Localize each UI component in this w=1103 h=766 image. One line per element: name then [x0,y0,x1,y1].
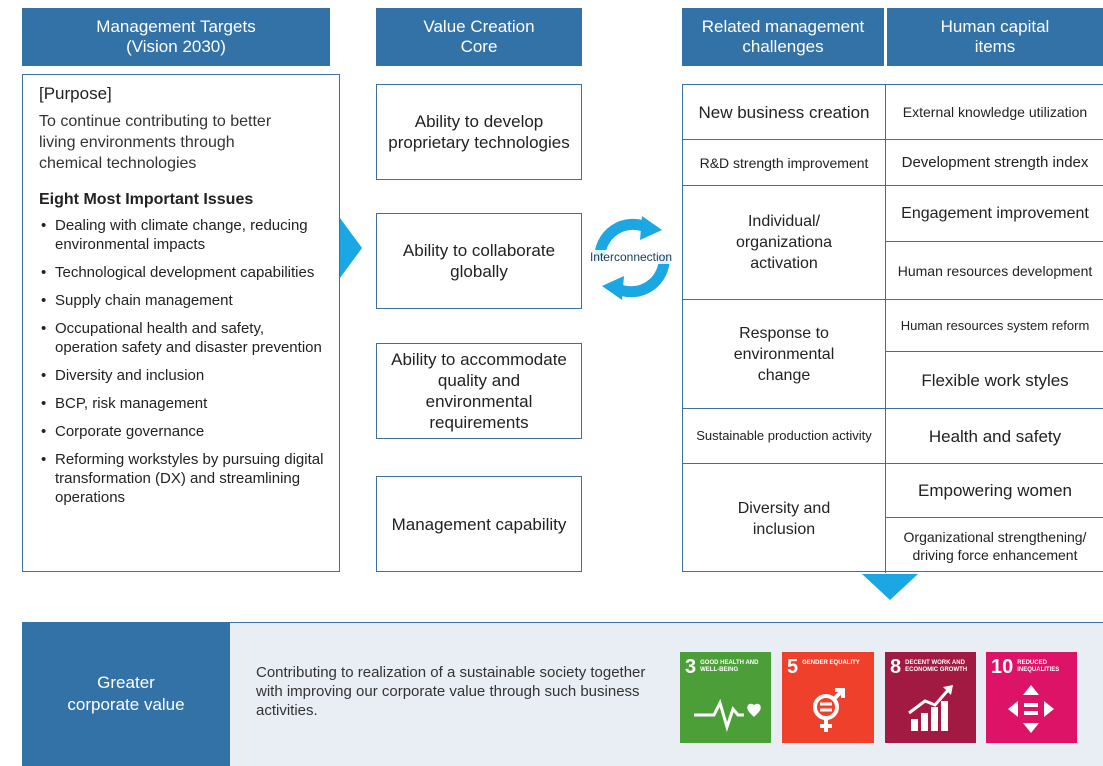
challenges-table: New business creation R&D strength impro… [682,84,1103,573]
human-external-knowledge: External knowledge utilization [902,104,1088,120]
growth-chart-icon [908,685,953,731]
core-box-management: Management capability [376,476,582,572]
header-line-1: Management Targets [96,17,256,36]
sdg-tile-10: 10Reduced inequalities [986,652,1077,743]
row-divider [683,408,885,409]
header-line-2: items [974,37,1016,56]
heartbeat-icon [694,698,761,733]
gender-equality-icon [813,688,845,732]
purpose-text: To continue contributing to better livin… [39,113,272,172]
sdg-label: Reduced inequalities [1017,660,1060,673]
greater-corporate-value: Greater corporate value [22,622,230,766]
row-divider [885,517,1103,518]
header-line-1: Human capital [940,17,1050,36]
header-line-1: Related management [701,17,865,36]
row-divider [683,463,885,464]
header-line-2: challenges [742,37,824,56]
bottom-description: Contributing to realization of a sustain… [256,664,646,719]
header-human-capital: Human capital items [887,8,1103,66]
sdg-label: Good health and well-being [700,660,759,673]
column-divider [885,85,886,573]
human-empowering-women: Empowering women [917,481,1072,500]
list-item: Reforming workstyles by pursuing digital… [39,450,329,507]
sdg-number: 10 [991,656,1014,678]
arrow-down-icon [862,574,918,600]
sdg-number: 3 [685,656,697,678]
list-item: Supply chain management [39,291,329,310]
list-item: Dealing with climate change, reducing en… [39,216,329,254]
challenge-new-business: New business creation [698,102,870,122]
row-divider [885,463,1103,464]
list-item: Diversity and inclusion [39,366,329,385]
issues-list: Dealing with climate change, reducing en… [39,216,329,507]
challenge-rd-strength: R&D strength improvement [699,154,869,171]
challenge-environmental: Response to environmental change [733,324,835,384]
human-development-strength: Development strength index [901,153,1089,171]
purpose-title: [Purpose] [39,84,112,103]
sdg-label: Decent work and economic growth [905,660,968,673]
issues-title: Eight Most Important Issues [39,191,254,208]
row-divider [885,185,1103,186]
sdg-number: 8 [890,656,902,678]
list-item: Technological development capabilities [39,263,329,282]
challenge-activation: Individual/ organizationa activation [735,213,833,272]
header-value-creation-core: Value Creation Core [376,8,582,66]
sdg-tile-3: 3Good health and well-being [680,652,771,743]
core-box-collaborate: Ability to collaborate globally [376,213,582,309]
header-line-2: (Vision 2030) [126,37,226,56]
interconnection-label: Interconnection [582,250,680,264]
human-health-safety: Health and safety [928,426,1062,446]
row-divider [885,351,1103,352]
row-divider [683,185,885,186]
human-organizational: Organizational strengthening/ driving fo… [903,528,1087,563]
row-divider [885,408,1103,409]
header-line-1: Value Creation [423,17,535,36]
sdg-tile-8: 8Decent work and economic growth [885,652,976,743]
equality-arrows-icon [1008,685,1054,733]
arrow-right-icon [340,218,362,278]
row-divider [885,299,1103,300]
list-item: Occupational health and safety, operatio… [39,319,329,357]
core-box-proprietary-tech: Ability to develop proprietary technolog… [376,84,582,180]
core-box-quality: Ability to accommodate quality and envir… [376,343,582,439]
header-management-targets: Management Targets (Vision 2030) [22,8,330,66]
list-item: BCP, risk management [39,394,329,413]
management-targets-panel: [Purpose] To continue contributing to be… [22,74,340,572]
human-flexible-work: Flexible work styles [921,370,1069,390]
row-divider [885,139,1103,140]
challenge-diversity: Diversity and inclusion [737,499,831,538]
header-related-challenges: Related management challenges [682,8,884,66]
header-line-2: Core [460,37,498,56]
sdg-number: 5 [787,656,799,678]
interconnection-cycle: Interconnection [582,210,680,305]
row-divider [885,241,1103,242]
human-resources-development: Human resources development [897,262,1093,279]
human-engagement: Engagement improvement [901,205,1089,222]
human-system-reform: Human resources system reform [900,317,1090,333]
row-divider [683,139,885,140]
challenge-sustainable-production: Sustainable production activity [696,428,872,443]
row-divider [683,299,885,300]
list-item: Corporate governance [39,422,329,441]
